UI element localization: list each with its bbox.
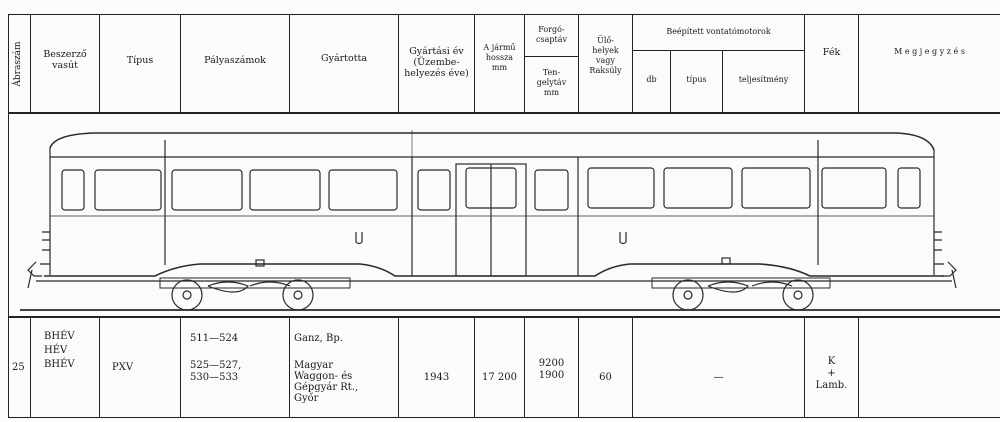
header-tengelytav: Ten- gelytáv mm xyxy=(536,68,567,97)
row-fek: K + Lamb. xyxy=(815,356,848,391)
col-line-3 xyxy=(180,14,181,113)
col-line-11 xyxy=(722,50,723,113)
header-fek: Fék xyxy=(822,46,841,58)
header-motor-db: db xyxy=(646,75,657,84)
row-line-5 xyxy=(398,317,399,417)
row-gyartotta-1: Ganz, Bp. xyxy=(294,333,343,344)
motor-group-divider xyxy=(632,50,804,51)
col-line-2 xyxy=(99,14,100,113)
header-ulohelyek: Ülő- helyek vagy Raksúly xyxy=(589,36,622,75)
header-bottom-border xyxy=(8,112,1000,114)
col-line-0 xyxy=(8,14,9,418)
col-line-12 xyxy=(804,14,805,113)
col-line-1 xyxy=(30,14,31,113)
row-line-4 xyxy=(289,317,290,417)
row-ulohelyek: 60 xyxy=(599,372,612,383)
row-line-2 xyxy=(99,317,100,417)
row-line-6 xyxy=(474,317,475,417)
table-top-border xyxy=(8,14,1000,15)
row-beszerzo-vasut: BHÉV HÉV BHÉV xyxy=(44,331,75,370)
header-beszerzo-vasut: Beszerző vasút xyxy=(43,49,87,71)
row-line-8 xyxy=(578,317,579,417)
row-line-12 xyxy=(804,317,805,417)
col-line-6 xyxy=(474,14,475,113)
row-palyaszamok-2: 525—527, 530—533 xyxy=(190,360,242,383)
row-gyartotta-2: Magyar Waggon- és Gépgyár Rt., Győr xyxy=(294,360,359,404)
col-line-13 xyxy=(858,14,859,113)
row-gyartasi-ev: 1943 xyxy=(423,372,450,383)
header-gyartasi-ev: Gyártási év (Üzembe- helyezés éve) xyxy=(404,45,469,79)
header-palyaszamok: Pályaszámok xyxy=(204,54,266,66)
col-line-9 xyxy=(632,14,633,113)
row-line-13 xyxy=(858,317,859,417)
header-gyartotta: Gyártotta xyxy=(321,52,367,64)
header-megjegyzes: M e g j e g y z é s xyxy=(894,47,965,56)
row-tipus: PXV xyxy=(112,362,134,373)
row-vontatomotorok: — xyxy=(713,372,724,383)
header-vontatomotorok: Beépített vontatómotorok xyxy=(666,27,771,36)
row-forgocsaptav: 9200 1900 xyxy=(538,358,565,381)
row-line-1 xyxy=(30,317,31,417)
row-jarmu-hossza: 17 200 xyxy=(482,372,517,383)
header-motor-tipus: típus xyxy=(686,75,707,84)
drawing-bottom-border xyxy=(8,316,1000,318)
col-line-8 xyxy=(578,14,579,113)
row-palyaszamok-1: 511—524 xyxy=(190,333,239,344)
forgo-divider xyxy=(524,56,578,57)
col-line-5 xyxy=(398,14,399,113)
col-line-10 xyxy=(670,50,671,113)
header-motor-teljesitmeny: teljesítmény xyxy=(738,75,789,84)
row-line-7 xyxy=(524,317,525,417)
header-tipus: Típus xyxy=(126,54,154,66)
header-jarmu-hossza: A jármű hossza mm xyxy=(483,43,516,72)
col-line-4 xyxy=(289,14,290,113)
row-abraszam: 25 xyxy=(12,362,25,373)
col-line-7 xyxy=(524,14,525,113)
row-line-9 xyxy=(632,317,633,417)
table-bottom-border xyxy=(8,417,1000,418)
row-line-3 xyxy=(180,317,181,417)
header-forgocsaptav: Forgó- csaptáv xyxy=(536,25,567,44)
